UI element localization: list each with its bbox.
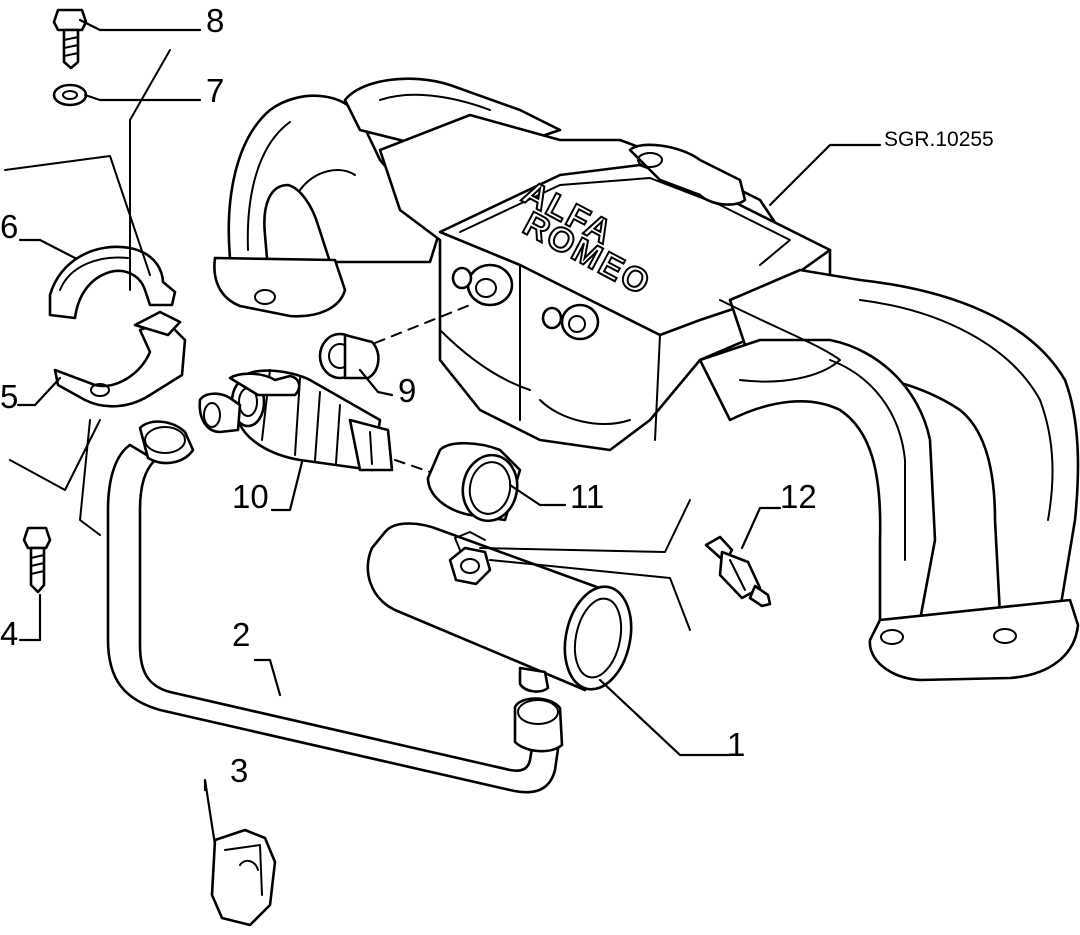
hose — [106, 420, 564, 794]
lower-clamp-half — [53, 310, 187, 408]
leader-lines — [16, 18, 882, 847]
callout-labels: 8 7 6 5 4 2 3 9 10 11 12 1 SGR.10255 — [0, 2, 994, 789]
upper-clamp-half — [48, 245, 177, 320]
air-valve — [198, 369, 394, 472]
callout-3: 3 — [230, 752, 248, 789]
callout-4: 4 — [0, 615, 18, 652]
drawing-code: SGR.10255 — [884, 128, 994, 151]
callout-12: 12 — [780, 478, 817, 515]
callout-10: 10 — [232, 478, 269, 515]
callout-7: 7 — [206, 72, 224, 109]
callout-9: 9 — [398, 372, 416, 409]
washer-7 — [52, 83, 88, 107]
callout-6: 6 — [0, 208, 18, 245]
callout-5: 5 — [0, 378, 18, 415]
sleeve — [426, 441, 522, 523]
callout-11: 11 — [570, 478, 604, 515]
hose-clip — [210, 828, 277, 927]
callout-2: 2 — [232, 616, 250, 653]
bushing — [318, 332, 380, 380]
resonator-cylinder — [366, 522, 633, 693]
sensor — [704, 535, 772, 608]
assembly-lines — [4, 49, 691, 631]
callout-8: 8 — [206, 2, 224, 39]
intake-manifold: ALFA ROMEO — [213, 77, 1080, 682]
screw-8 — [52, 8, 88, 70]
callout-1: 1 — [727, 726, 745, 763]
screw-4 — [22, 526, 52, 594]
